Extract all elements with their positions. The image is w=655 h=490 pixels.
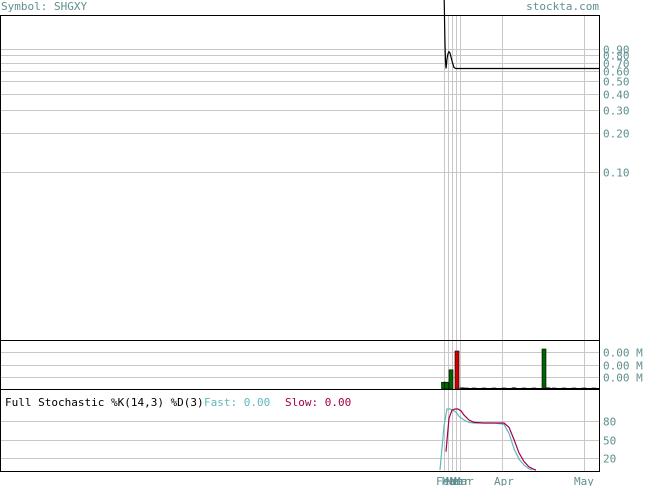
volume-bar [444, 381, 449, 390]
price-tick-label: 0.80 [603, 50, 630, 63]
price-tick-label: 0.90 [603, 44, 630, 57]
stochastic-tick-label: 80 [603, 416, 616, 429]
price-tick-label: 0.70 [603, 58, 630, 71]
fast-stochastic-line [439, 408, 533, 471]
fast-value-label: Fast: 0.00 [204, 396, 270, 409]
grid-lines [1, 16, 599, 471]
volume-tick-label: 0.00 M [603, 372, 643, 385]
volume-bar [541, 348, 547, 390]
stochastic-title: Full Stochastic %K(14,3) %D(3) [5, 396, 204, 409]
stochastic-tick-label: 20 [603, 453, 616, 466]
price-series-line [443, 0, 599, 70]
price-tick-label: 0.30 [603, 105, 630, 118]
date-tick-label: May [574, 475, 594, 486]
symbol-label: Symbol: SHGXY [1, 0, 88, 13]
date-tick-label: Mar [450, 475, 470, 486]
volume-tick-label: 0.00 M [603, 360, 643, 373]
price-tick-label: 0.40 [603, 89, 630, 102]
price-tick-label: 0.20 [603, 128, 630, 141]
axis-labels: 0.900.800.700.600.500.400.300.200.10FebM… [5, 44, 643, 489]
date-tick-label: Mar [454, 475, 474, 486]
volume-bar [454, 350, 460, 390]
stochastic-tick-label: 50 [603, 435, 616, 448]
date-tick-label: Mar [446, 475, 466, 486]
slow-stochastic-line [445, 408, 537, 471]
stochastic-panel-frame [0, 389, 600, 472]
volume-tick-label: 0.00 M [603, 347, 643, 360]
date-tick-label: Apr [494, 475, 514, 486]
price-tick-label: 0.10 [603, 167, 630, 180]
price-panel-frame [0, 15, 600, 341]
panel-frames [0, 15, 600, 472]
site-name: stockta.com [526, 0, 599, 13]
volume-bar [448, 369, 454, 390]
chart-marks [439, 0, 599, 471]
date-tick-label: Feb [436, 475, 456, 486]
price-tick-label: 0.60 [603, 66, 630, 79]
date-tick-label: Mar [442, 475, 462, 486]
slow-value-label: Slow: 0.00 [285, 396, 351, 409]
price-tick-label: 0.50 [603, 76, 630, 89]
